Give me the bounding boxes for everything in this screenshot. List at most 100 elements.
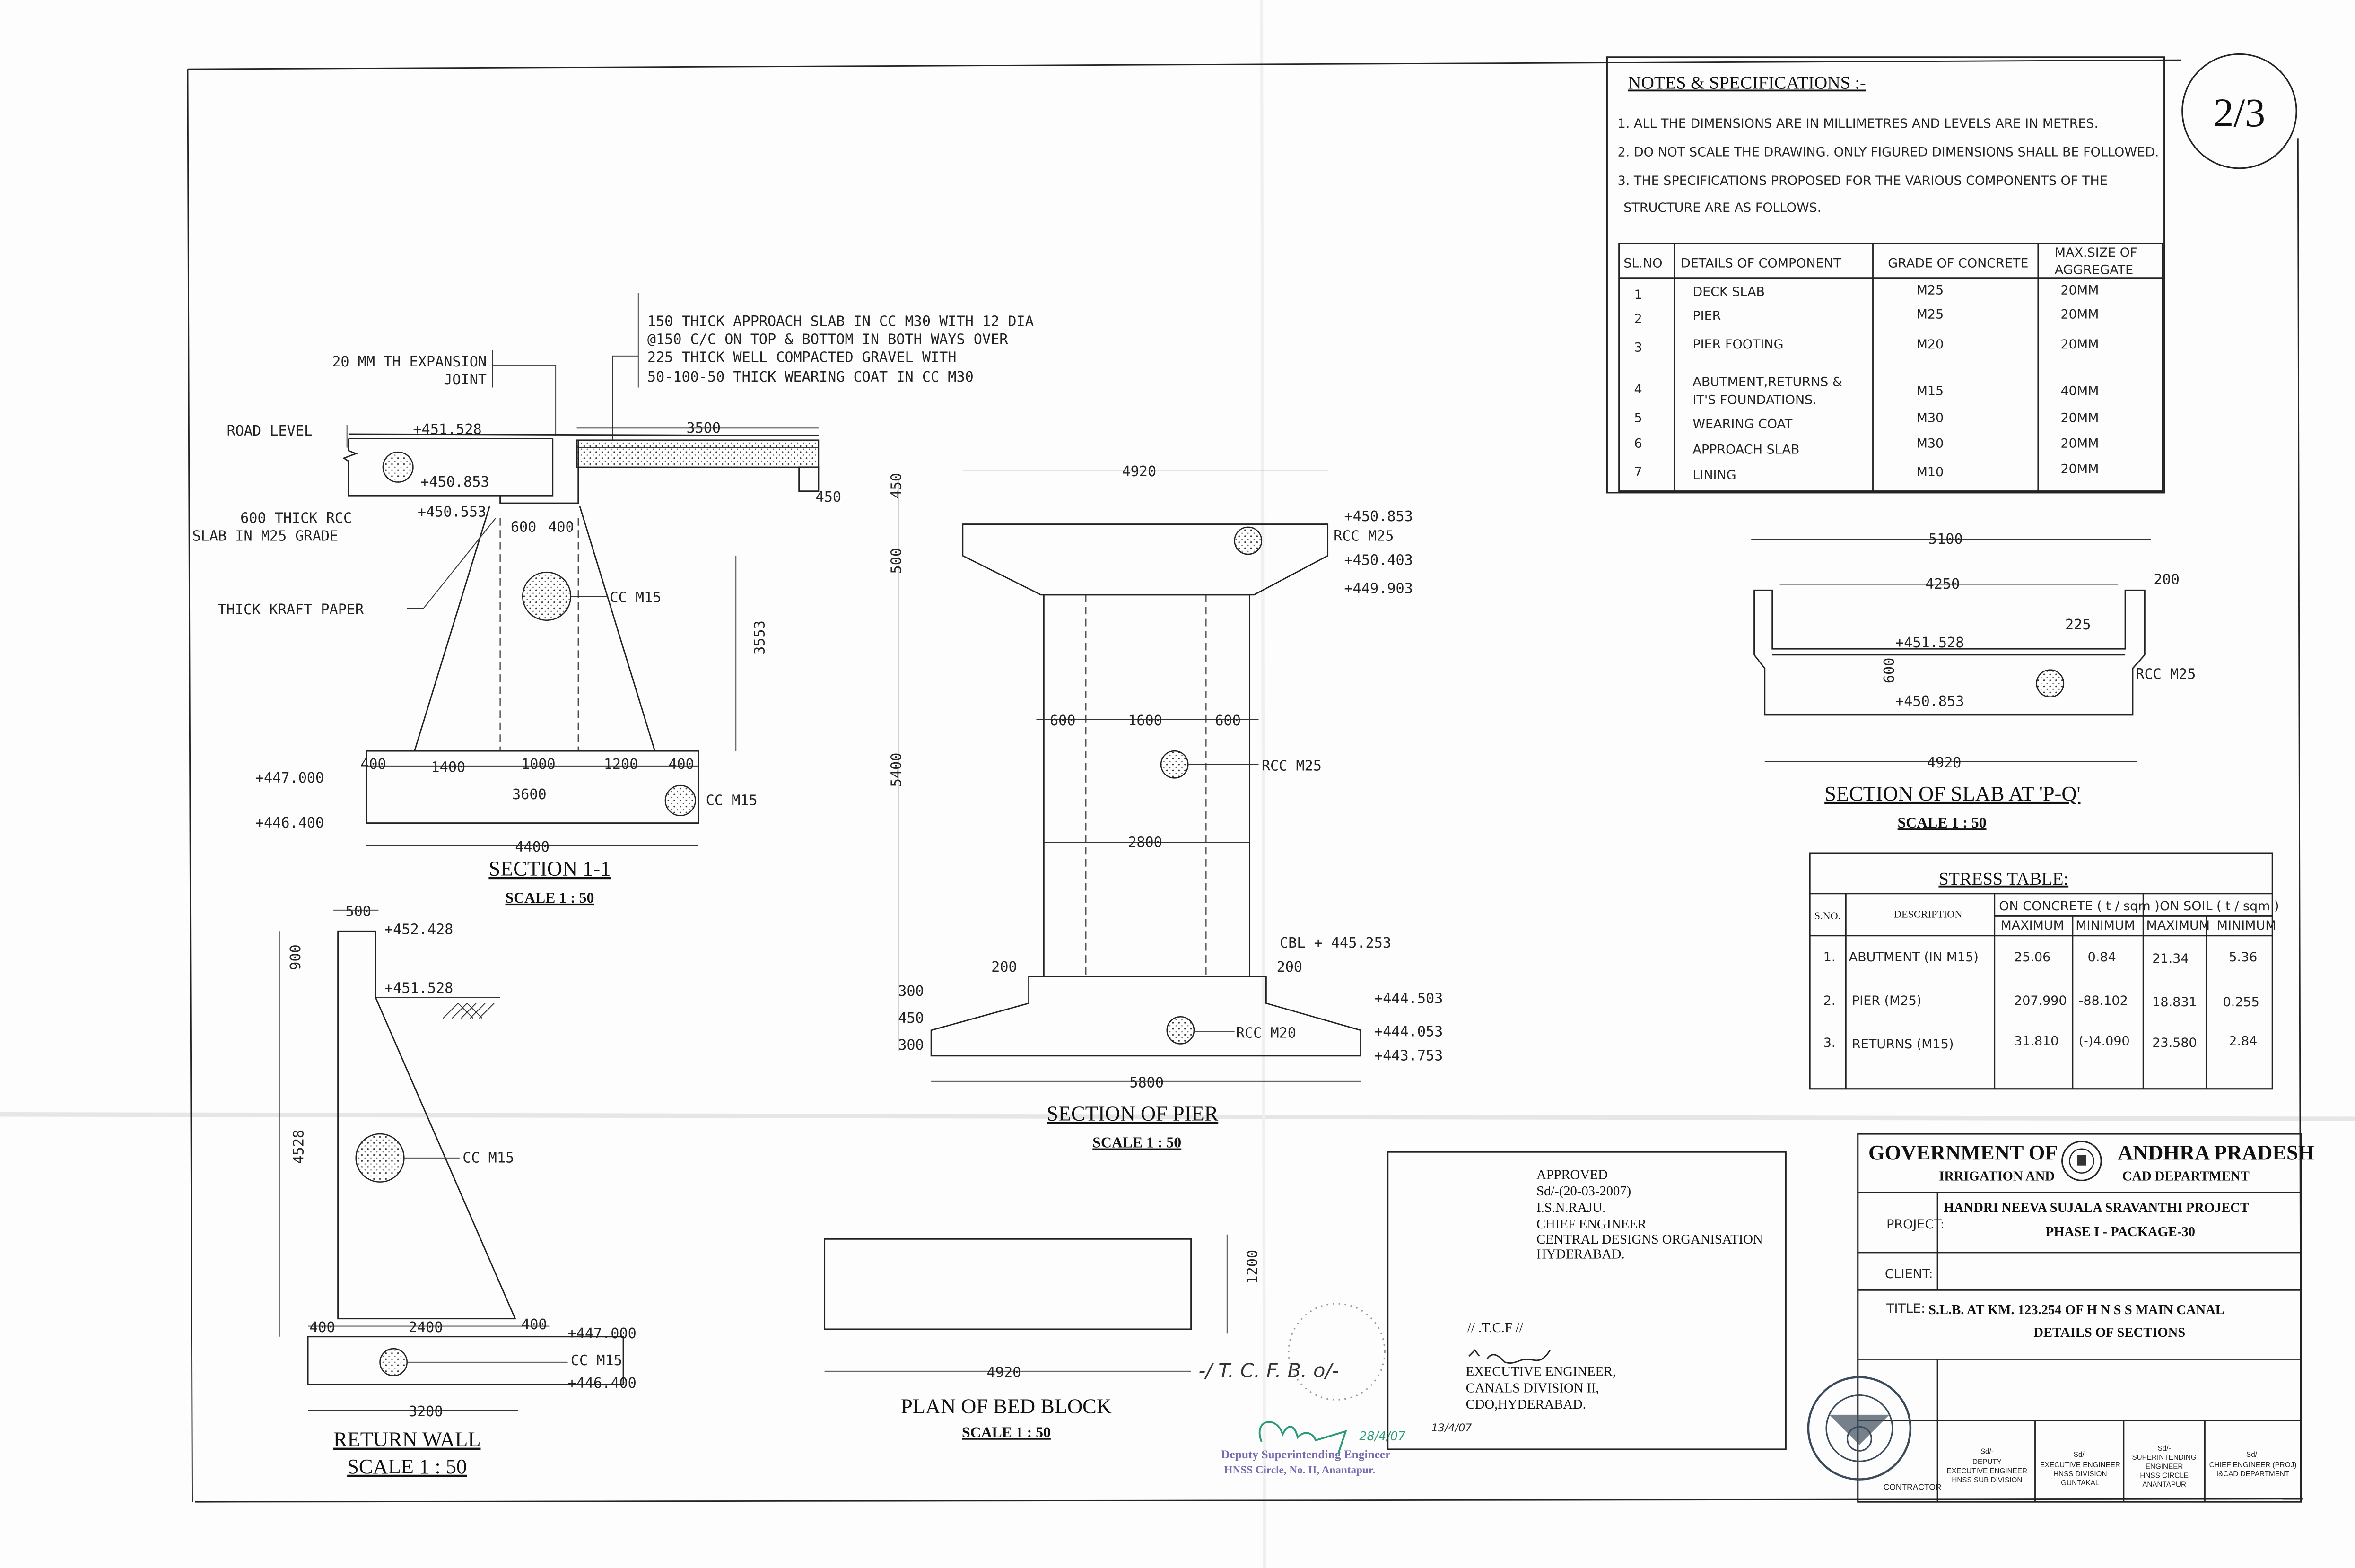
drawing-label: DESCRIPTION <box>1894 908 1962 920</box>
drawing-label: PROJECT: <box>1886 1217 1945 1232</box>
drawing-label: +450.853 <box>420 474 489 490</box>
drawing-label: 3 <box>1634 340 1642 355</box>
drawing-label: 450 <box>898 1010 924 1027</box>
drawing-label: 4920 <box>1927 755 1962 771</box>
drawing-label: +450.403 <box>1344 552 1413 568</box>
sheet-number-badge: 2/3 <box>2181 53 2297 169</box>
drawing-label: HNSS SUB DIVISION <box>1952 1476 2022 1484</box>
drawing-label: 1400 <box>431 759 466 776</box>
drawing-label: ANANTAPUR <box>2142 1481 2186 1489</box>
drawing-label: 20 MM TH EXPANSION <box>332 354 487 370</box>
drawing-label: Sd/- <box>2074 1451 2087 1459</box>
drawing-label: I&CAD DEPARTMENT <box>2216 1470 2289 1478</box>
drawing-label: 400 <box>360 756 386 773</box>
drawing-label: 150 THICK APPROACH SLAB IN CC M30 WITH 1… <box>647 313 1034 330</box>
drawing-label: 225 <box>2065 617 2091 633</box>
spec-header: GRADE OF CONCRETE <box>1888 256 2028 270</box>
spec-header: AGGREGATE <box>2055 263 2133 278</box>
drawing-label: I.S.N.RAJU. <box>1536 1201 1605 1215</box>
drawing-label: M25 <box>1917 283 1944 298</box>
drawing-label: THICK KRAFT PAPER <box>218 601 364 618</box>
drawing-label: 20MM <box>2061 337 2099 352</box>
drawing-label: 500 <box>889 548 905 574</box>
return-wall-title: RETURN WALL <box>333 1428 481 1451</box>
drawing-label: 20MM <box>2061 436 2099 451</box>
drawing-label: ABUTMENT (IN M15) <box>1849 950 1979 965</box>
drawing-label: 5 <box>1634 411 1642 426</box>
drawing-label: 5400 <box>889 753 905 787</box>
contractor-stamp <box>1807 1376 1912 1481</box>
pier-section-drawing: 4920 +450.853 RCC M25 +450.403 +449.903 … <box>889 463 1443 1151</box>
drawing-label: 4920 <box>1122 463 1156 480</box>
drawing-label: 1 <box>1634 287 1642 302</box>
return-wall-scale: SCALE 1 : 50 <box>347 1455 467 1478</box>
drawing-label: +447.000 <box>568 1325 637 1342</box>
drawing-label: +447.000 <box>255 770 324 786</box>
bed-block-scale: SCALE 1 : 50 <box>962 1424 1051 1441</box>
drawing-label: 28/4/07 <box>1359 1429 1405 1443</box>
green-signature <box>1258 1421 1347 1455</box>
return-wall-drawing: 500 +452.428 +451.528 900 4528 CC M15 40… <box>279 903 637 1478</box>
drawing-label: 500 <box>345 903 371 920</box>
drawing-label: RETURNS (M15) <box>1852 1037 1954 1052</box>
drawing-label: MAXIMUM <box>2000 918 2064 933</box>
pier-title: SECTION OF PIER <box>1047 1101 1218 1125</box>
drawing-label: 5.36 <box>2229 950 2257 965</box>
drawing-label: 20MM <box>2061 462 2099 477</box>
drawing-label: 1600 <box>1128 713 1162 729</box>
drawing-label: M15 <box>1917 383 1944 398</box>
drawing-label: CBL + 445.253 <box>1280 935 1391 951</box>
drawing-label: JOINT <box>444 372 487 388</box>
drawing-label: 7 <box>1634 465 1642 479</box>
spec-header: DETAILS OF COMPONENT <box>1681 256 1841 270</box>
pier-scale: SCALE 1 : 50 <box>1092 1134 1181 1151</box>
drawing-label: +451.528 <box>1895 635 1964 651</box>
contractor-label: CONTRACTOR <box>1884 1482 1942 1492</box>
drawing-label: 20MM <box>2061 411 2099 426</box>
drawing-label: 23.580 <box>2152 1036 2197 1050</box>
drawing-label: 2800 <box>1128 834 1162 851</box>
drawing-label: CC M15 <box>706 792 758 809</box>
slab-pq-section-drawing: 5100 4250 200 225 +451.528 600 +450.853 … <box>1751 531 2196 831</box>
drawing-label: HNSS Circle, No. II, Anantapur. <box>1224 1464 1375 1476</box>
drawing-label: PIER <box>1692 309 1721 323</box>
drawing-label: LINING <box>1692 468 1736 482</box>
drawing-label: ANDHRA PRADESH <box>2118 1141 2314 1164</box>
drawing-label: // .T.C.F // <box>1467 1321 1523 1335</box>
drawing-label: WEARING COAT <box>1692 417 1793 431</box>
drawing-label: PHASE I - PACKAGE-30 <box>2046 1225 2195 1239</box>
drawing-label: +446.400 <box>255 815 324 831</box>
drawing-label: 4 <box>1634 382 1642 397</box>
drawing-label: 600 <box>511 519 536 535</box>
drawing-label: 450 <box>889 473 905 498</box>
spec-row: 7 LINING M10 20MM <box>1634 462 2099 483</box>
drawing-label: M10 <box>1917 465 1944 479</box>
drawing-label: 900 <box>288 944 304 970</box>
drawing-label: 1200 <box>1244 1250 1261 1284</box>
drawing-label: 4528 <box>291 1130 307 1164</box>
drawing-label: CENTRAL DESIGNS ORGANISATION <box>1536 1232 1762 1247</box>
section-1-1-drawing: 20 MM TH EXPANSION JOINT 150 THICK APPRO… <box>192 293 1034 906</box>
drawing-label: 3200 <box>409 1403 443 1420</box>
notes-title: NOTES & SPECIFICATIONS :- <box>1628 73 1866 93</box>
drawing-label: 225 THICK WELL COMPACTED GRAVEL WITH <box>647 349 957 366</box>
drawing-label: 200 <box>2154 572 2179 588</box>
drawing-label: +452.428 <box>384 922 453 938</box>
drawing-label: ON SOIL ( t / sqm ) <box>2160 899 2279 914</box>
drawing-label: +443.753 <box>1374 1047 1443 1064</box>
drawing-label: +451.528 <box>413 421 481 438</box>
drawing-label: 40MM <box>2061 383 2099 398</box>
drawing-label: ON CONCRETE ( t / sqm ) <box>1999 899 2160 914</box>
drawing-label: 21.34 <box>2152 951 2189 966</box>
spec-header: MAX.SIZE OF <box>2055 245 2137 260</box>
round-seal-stamp <box>1288 1303 1386 1401</box>
bed-block-plan-drawing: 1200 4920 PLAN OF BED BLOCK SCALE 1 : 50 <box>824 1234 1261 1441</box>
drawing-label: 2. <box>1823 993 1836 1008</box>
drawing-label: 25.06 <box>2014 950 2050 965</box>
drawing-label: STRESS TABLE: <box>1938 869 2068 889</box>
